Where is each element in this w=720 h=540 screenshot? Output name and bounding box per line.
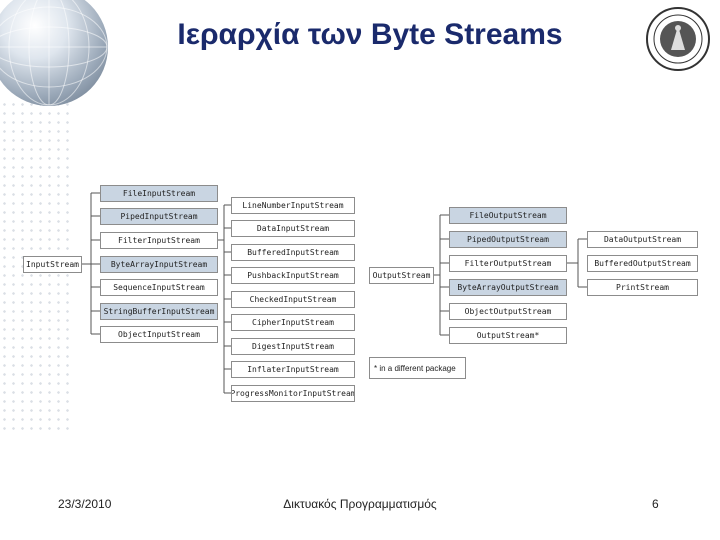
globe-icon <box>0 0 108 106</box>
legend-note: * in a different package <box>369 357 466 379</box>
node-outputstream: OutputStream <box>369 267 434 284</box>
slide-title: Ιεραρχία των Byte Streams <box>177 18 563 51</box>
node-dataoutputstream: DataOutputStream <box>587 231 698 248</box>
footer-date: 23/3/2010 <box>58 497 112 511</box>
node-filteroutputstream: FilterOutputStream <box>449 255 567 272</box>
node-pushbackinputstream: PushbackInputStream <box>231 267 355 284</box>
node-stringbufferinputstream: StringBufferInputStream <box>100 303 218 320</box>
node-objectinputstream: ObjectInputStream <box>100 326 218 343</box>
node-printstream: PrintStream <box>587 279 698 296</box>
node-bytearrayoutputstream: ByteArrayOutputStream <box>449 279 567 296</box>
node-checkedinputstream: CheckedInputStream <box>231 291 355 308</box>
node-pipedoutputstream: PipedOutputStream <box>449 231 567 248</box>
node-fileoutputstream: FileOutputStream <box>449 207 567 224</box>
node-datainputstream: DataInputStream <box>231 220 355 237</box>
page-number: 6 <box>652 497 659 511</box>
node-progressmonitorinputstream: ProgressMonitorInputStream <box>231 385 355 402</box>
node-inputstream: InputStream <box>23 256 82 273</box>
globe-grid-decoration <box>0 0 108 106</box>
node-sequenceinputstream: SequenceInputStream <box>100 279 218 296</box>
node-outputstream-other-package: OutputStream* <box>449 327 567 344</box>
footer-course: Δικτυακός Προγραμματισμός <box>283 497 437 511</box>
university-seal-icon <box>646 7 710 71</box>
node-cipherinputstream: CipherInputStream <box>231 314 355 331</box>
node-fileinputstream: FileInputStream <box>100 185 218 202</box>
node-digestinputstream: DigestInputStream <box>231 338 355 355</box>
node-pipedinputstream: PipedInputStream <box>100 208 218 225</box>
node-bytearrayinputstream: ByteArrayInputStream <box>100 256 218 273</box>
node-objectoutputstream: ObjectOutputStream <box>449 303 567 320</box>
node-bufferedoutputstream: BufferedOutputStream <box>587 255 698 272</box>
node-linenumberinputstream: LineNumberInputStream <box>231 197 355 214</box>
node-inflaterinputstream: InflaterInputStream <box>231 361 355 378</box>
node-bufferedinputstream: BufferedInputStream <box>231 244 355 261</box>
node-filterinputstream: FilterInputStream <box>100 232 218 249</box>
